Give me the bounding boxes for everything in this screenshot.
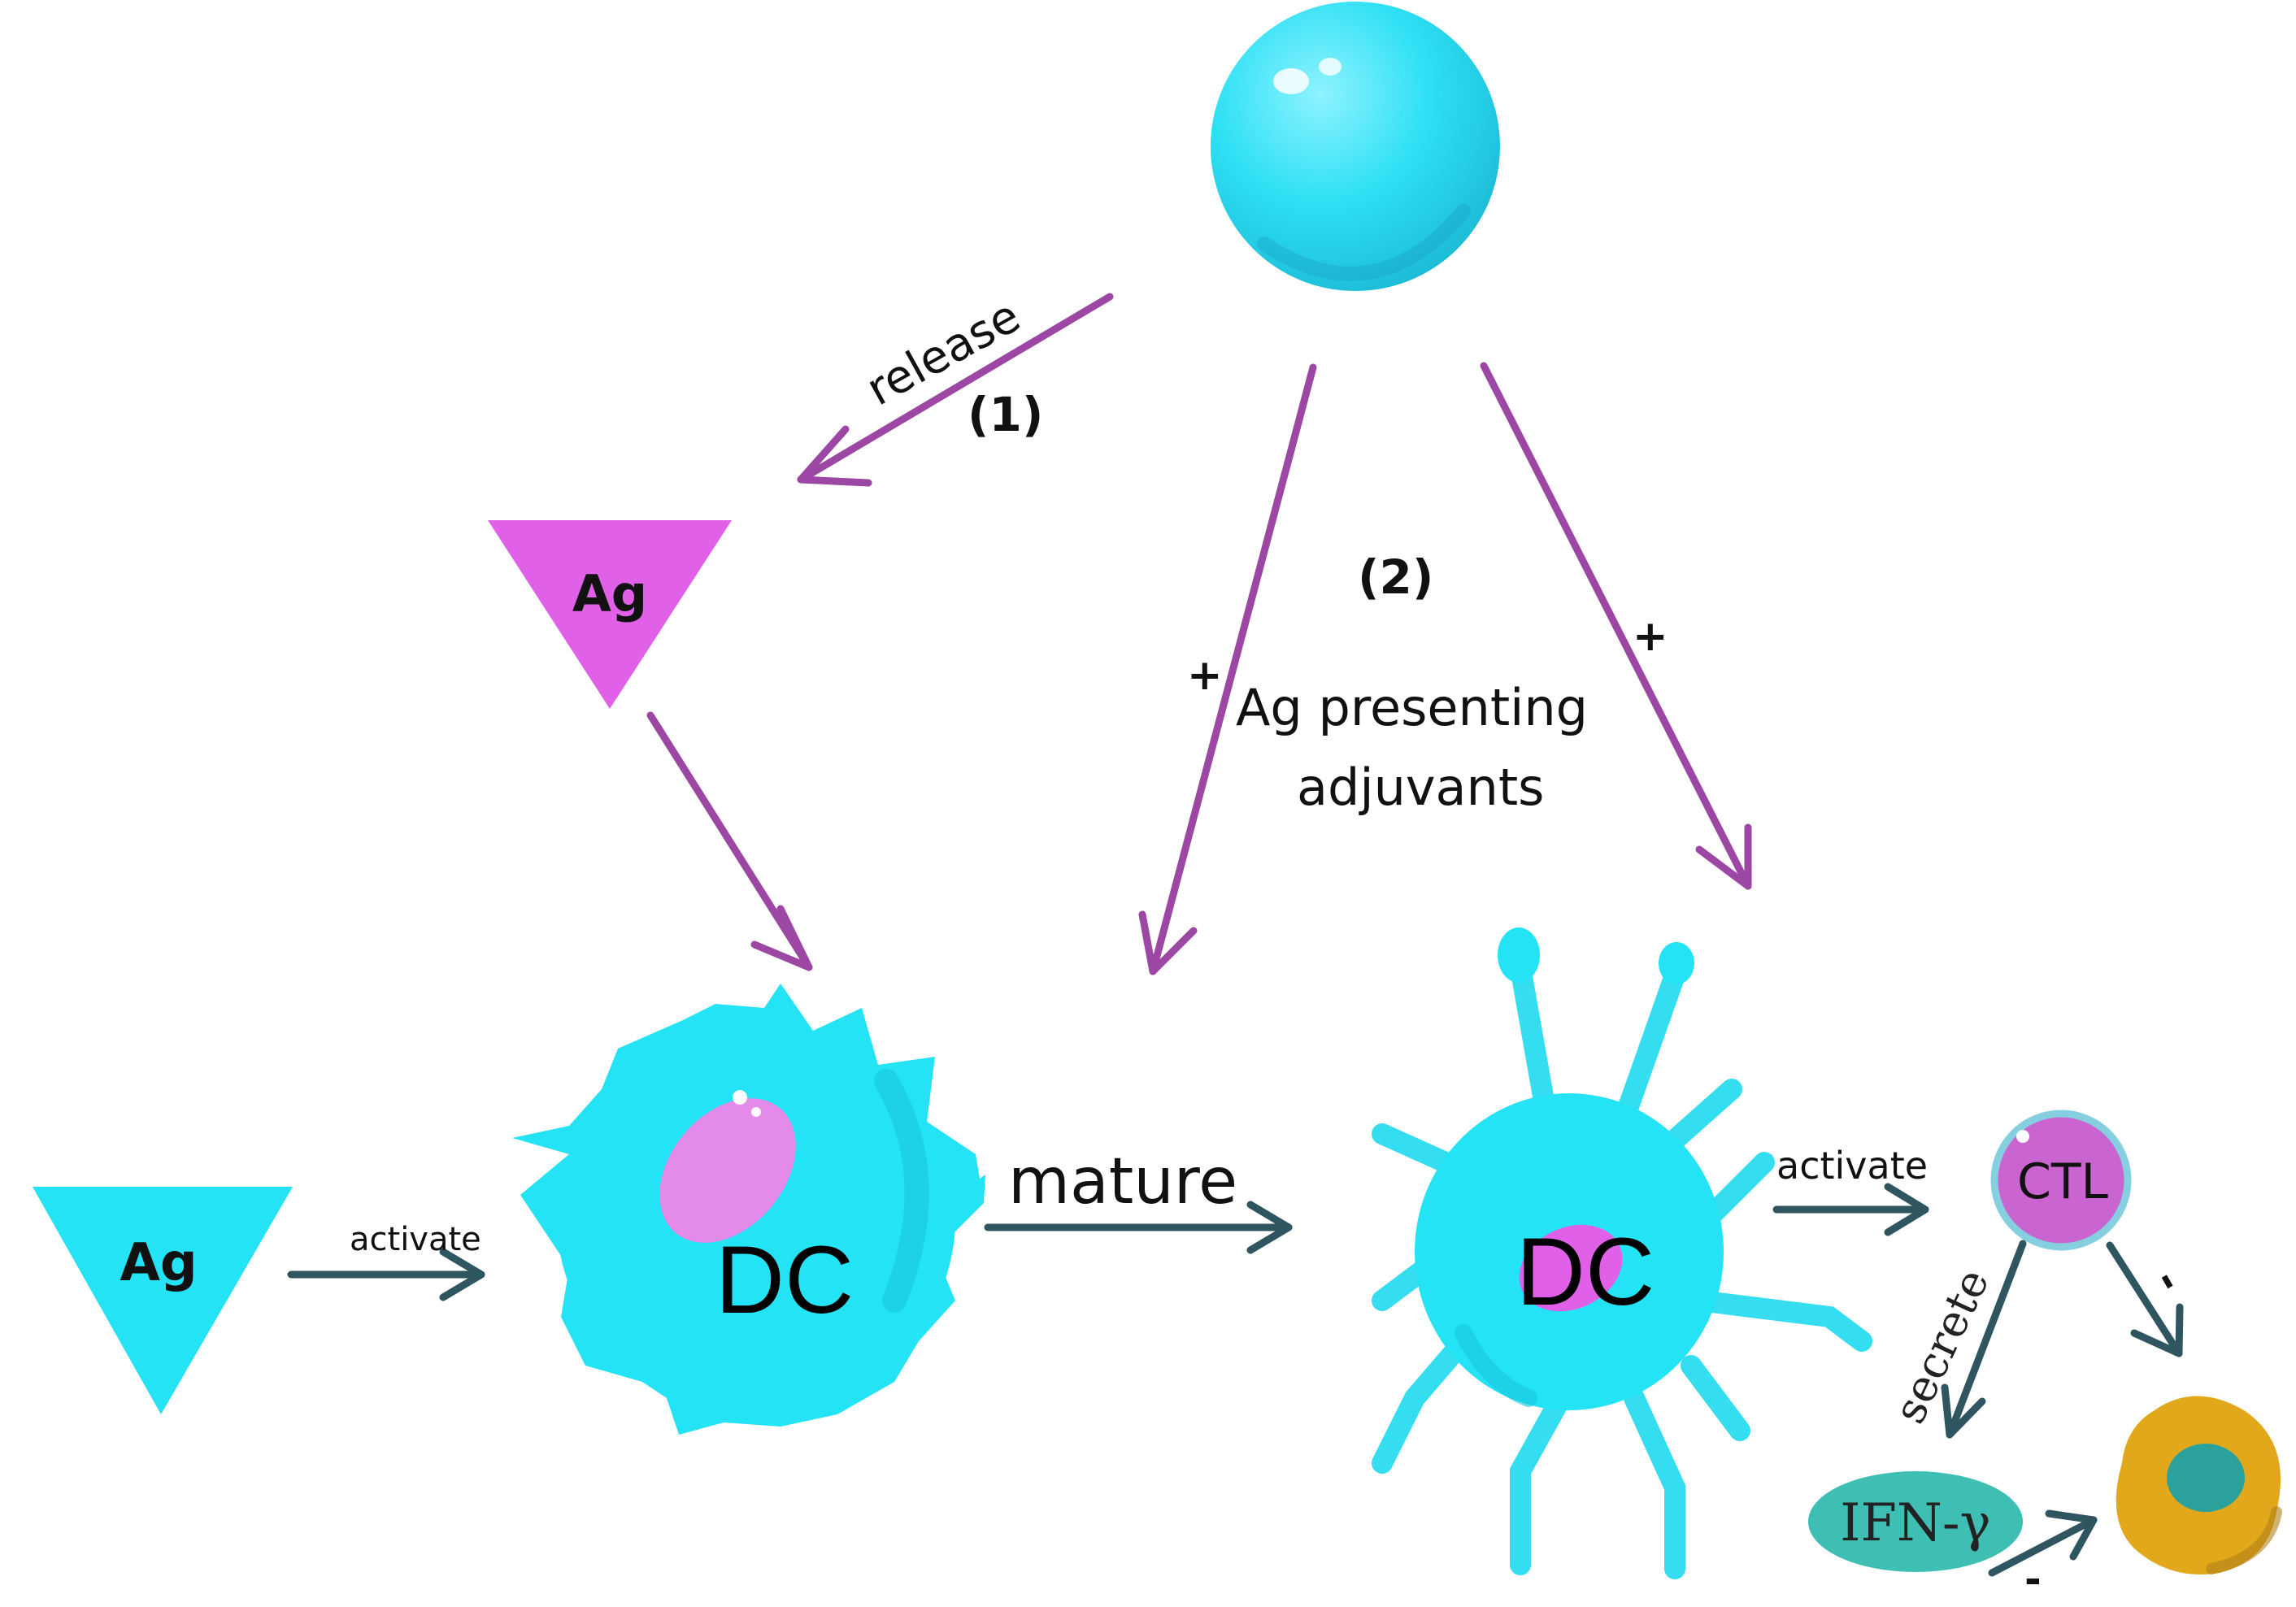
tumor-cell bbox=[2116, 1396, 2282, 1574]
release-arrow bbox=[797, 293, 1114, 487]
mature-label: mature bbox=[1008, 1145, 1237, 1218]
nanoparticle-sphere bbox=[1211, 2, 1500, 291]
activate-arrow-right bbox=[1772, 1183, 1929, 1236]
adjuvants-label: adjuvants bbox=[1297, 758, 1544, 817]
activate-left-label: activate bbox=[350, 1221, 481, 1258]
adjuvant-to-mature-arrow bbox=[1138, 363, 1317, 975]
ifn-gamma-molecule: IFN-γ bbox=[1808, 1471, 2023, 1572]
antigen-triangle-released: Ag bbox=[488, 520, 732, 709]
plus-right-label: + bbox=[1633, 612, 1668, 661]
activate-right-label: activate bbox=[1776, 1144, 1928, 1188]
minus-ifn-label: - bbox=[2024, 1556, 2042, 1603]
mature-arrow bbox=[984, 1201, 1293, 1254]
ctl-label: CTL bbox=[2017, 1153, 2109, 1210]
plus-left-label: + bbox=[1187, 651, 1223, 700]
ag-to-dc-arrow bbox=[646, 711, 813, 971]
antigen-released-label: Ag bbox=[572, 564, 647, 623]
antigen-free-label: Ag bbox=[120, 1233, 197, 1293]
antigen-triangle-free: Ag bbox=[33, 1187, 293, 1414]
activate-arrow-left bbox=[287, 1248, 485, 1301]
mature-dendritic-cell: DC bbox=[1372, 927, 1872, 1579]
immature-dendritic-cell: DC bbox=[512, 984, 985, 1435]
ifn-gamma-label: IFN-γ bbox=[1840, 1493, 1991, 1553]
dc-right-label: DC bbox=[1516, 1218, 1655, 1326]
step-1-label: (1) bbox=[968, 387, 1043, 442]
adjuvant-to-mature-dc-arrow bbox=[1480, 362, 1752, 890]
ctl-to-tumor-arrow bbox=[2106, 1241, 2184, 1357]
ifn-to-tumor-arrow bbox=[1988, 1509, 2098, 1577]
ctl-cell: CTL bbox=[1990, 1110, 2132, 1251]
dc-left-label: DC bbox=[715, 1227, 854, 1334]
minus-ctl-label: - bbox=[2145, 1262, 2194, 1300]
secrete-arrow bbox=[1941, 1240, 2027, 1439]
step-2-label: (2) bbox=[1358, 549, 1433, 605]
ag-presenting-label: Ag presenting bbox=[1236, 678, 1588, 737]
